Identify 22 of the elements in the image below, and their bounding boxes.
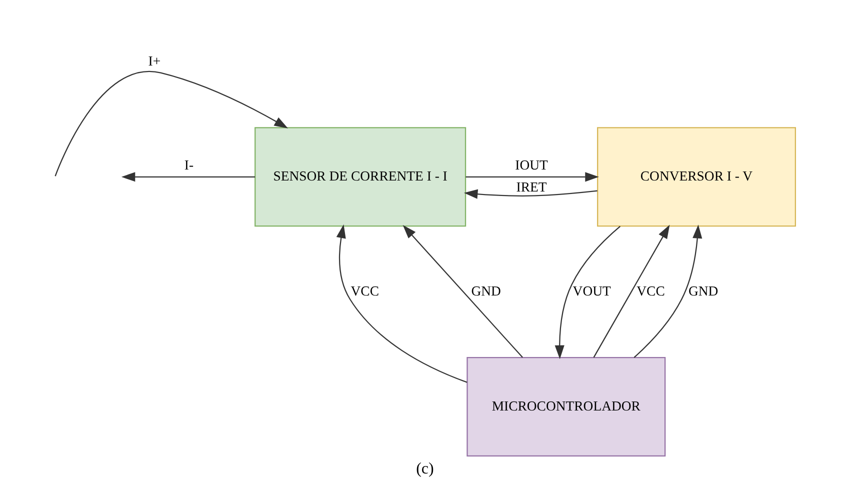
arrow xyxy=(592,224,670,358)
arrow xyxy=(402,225,522,358)
node-box: MICROCONTROLADOR xyxy=(466,357,666,456)
edge-label: GND xyxy=(470,283,500,298)
edge-label: I- xyxy=(184,158,194,173)
edge-label: GND xyxy=(688,283,718,298)
node-box: SENSOR DE CORRENTE I - I xyxy=(254,127,466,227)
edge-label: VCC xyxy=(636,283,664,298)
edge-label: VOUT xyxy=(572,283,610,298)
arrow xyxy=(465,172,598,182)
arrow xyxy=(54,71,288,176)
arrow xyxy=(120,172,255,182)
edge-label: IOUT xyxy=(514,158,548,173)
arrow xyxy=(633,224,702,358)
arrow xyxy=(554,226,620,360)
caption: (c) xyxy=(416,460,434,478)
node-box: CONVERSOR I - V xyxy=(596,127,796,227)
edge-label: IRET xyxy=(516,179,546,194)
edge-label: VCC xyxy=(350,283,378,298)
arrow xyxy=(336,224,467,383)
arrow xyxy=(463,189,597,199)
edge-label: I+ xyxy=(148,54,160,69)
